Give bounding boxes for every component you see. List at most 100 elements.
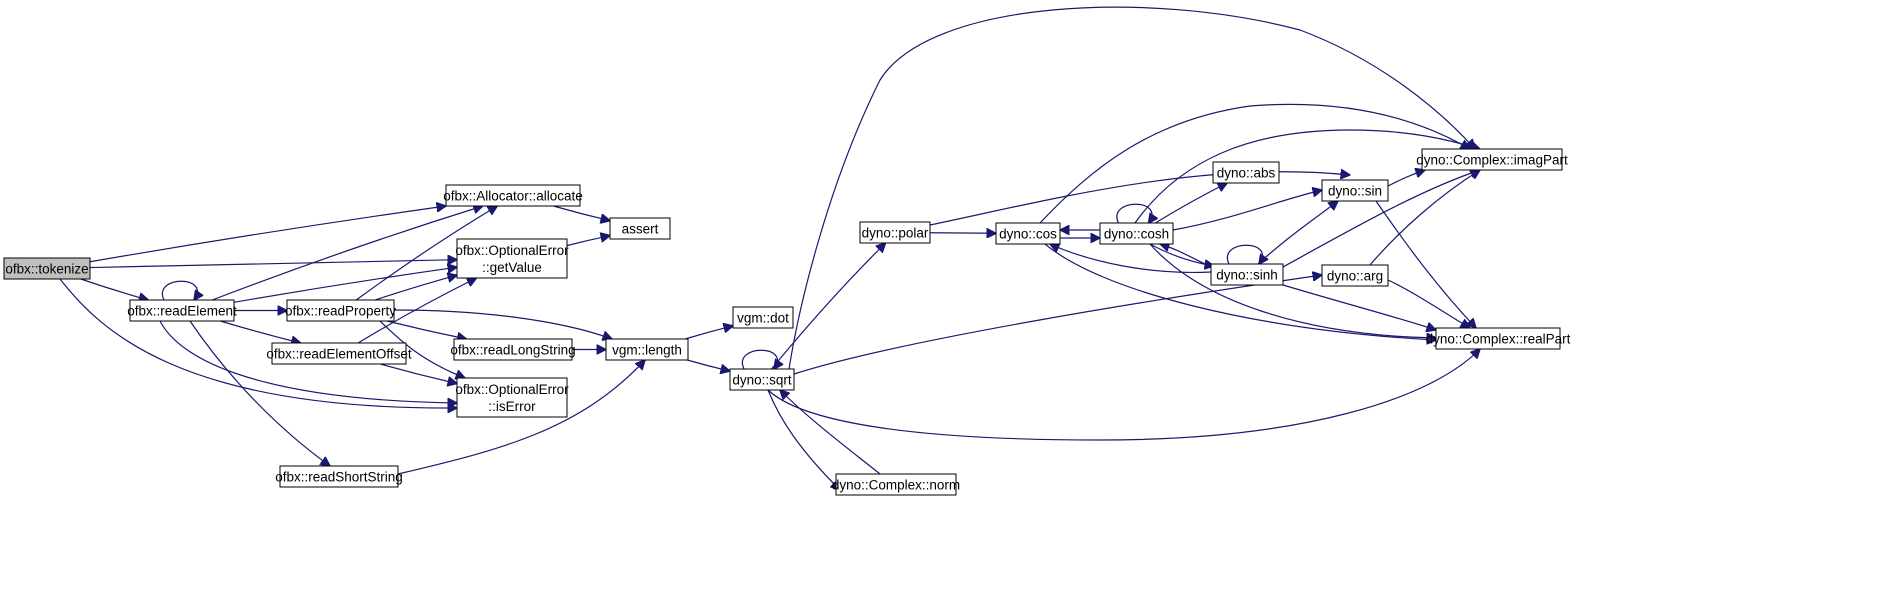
edge-readelement-to-readshortstring (189, 320, 330, 466)
edge-tokenize-to-readelement (80, 278, 149, 300)
node-imagpart[interactable]: dyno::Complex::imagPart (1416, 148, 1568, 171)
edge-sinh-to-sinh (1226, 244, 1262, 264)
node-length[interactable]: vgm::length (605, 338, 689, 361)
node-label: dyno::sinh (1216, 268, 1278, 283)
edge-norm-to-sqrt (780, 390, 881, 475)
node-box (129, 299, 235, 322)
edge-cosh-to-realpart (1149, 243, 1436, 338)
edge-sqrt-to-norm (767, 389, 840, 490)
node-label: ofbx::tokenize (5, 262, 88, 277)
edge-cosh-to-sinh (1149, 243, 1214, 266)
node-realpart[interactable]: dyno::Complex::realPart (1426, 327, 1571, 350)
node-box (835, 473, 957, 496)
edge-cosh-to-cosh (1116, 203, 1152, 223)
node-box (609, 217, 671, 240)
node-label: dyno::Complex::realPart (1426, 332, 1571, 347)
node-box (286, 299, 395, 322)
node-label: ofbx::OptionalError (455, 382, 569, 397)
edge-sqrt-to-arg (793, 275, 1322, 375)
node-getvalue[interactable]: ofbx::OptionalError::getValue (455, 238, 569, 279)
node-label: dyno::cosh (1104, 227, 1169, 242)
node-label: ofbx::readLongString (450, 343, 575, 358)
node-cosh[interactable]: dyno::cosh (1099, 222, 1174, 245)
node-label: dyno::polar (862, 226, 929, 241)
node-box (271, 342, 407, 365)
node-box (1321, 179, 1389, 202)
node-box (279, 465, 399, 488)
edge-readelementoffset-to-getvalue (357, 278, 476, 344)
edge-cosh-to-sin (1172, 190, 1322, 231)
node-label: ofbx::OptionalError (455, 243, 569, 258)
node-tokenize[interactable]: ofbx::tokenize (3, 257, 91, 280)
node-dot[interactable]: vgm::dot (732, 306, 794, 329)
node-readlongstring[interactable]: ofbx::readLongString (450, 338, 576, 361)
node-readproperty[interactable]: ofbx::readProperty (285, 299, 396, 322)
node-sinh[interactable]: dyno::sinh (1210, 263, 1284, 286)
node-sin[interactable]: dyno::sin (1321, 179, 1389, 202)
node-allocate[interactable]: ofbx::Allocator::allocate (443, 184, 583, 207)
edge-getvalue-to-assert (566, 236, 610, 247)
node-box (1210, 263, 1284, 286)
node-layer: ofbx::tokenize ofbx::Allocator::allocatea… (3, 148, 1571, 496)
node-iserror[interactable]: ofbx::OptionalError::isError (455, 377, 569, 418)
node-label: ofbx::Allocator::allocate (443, 189, 583, 204)
node-box (445, 184, 581, 207)
node-box (456, 238, 568, 279)
node-label: ofbx::readShortString (275, 470, 403, 485)
edge-readelement-to-allocate (212, 206, 483, 301)
edge-sinh-to-realpart (1282, 284, 1436, 330)
node-abs[interactable]: dyno::abs (1212, 161, 1280, 184)
node-label: ::getValue (482, 260, 542, 275)
edge-sqrt-to-imagpart (788, 6, 1475, 370)
node-polar[interactable]: dyno::polar (859, 221, 931, 244)
node-label: ofbx::readElement (127, 304, 237, 319)
edge-tokenize-to-iserror (59, 278, 457, 408)
node-box (3, 257, 91, 280)
node-box (1321, 264, 1389, 287)
edge-tokenize-to-allocate (89, 206, 446, 263)
edge-arg-to-realpart (1387, 279, 1470, 328)
node-readelementoffset[interactable]: ofbx::readElementOffset (266, 342, 412, 365)
node-label: assert (622, 222, 659, 237)
node-label: dyno::Complex::imagPart (1416, 153, 1568, 168)
edge-arg-to-imagpart (1369, 170, 1480, 266)
node-label: dyno::arg (1327, 269, 1383, 284)
node-box (995, 222, 1061, 245)
edge-readelement-to-iserror (159, 320, 457, 403)
edge-tokenize-to-getvalue (89, 260, 457, 269)
node-label: vgm::dot (737, 311, 789, 326)
node-box (453, 338, 573, 361)
edge-readelement-to-getvalue (233, 267, 457, 303)
edge-sinh-to-cos (1050, 244, 1212, 274)
node-box (1421, 148, 1563, 171)
edge-length-to-sqrt (687, 359, 730, 371)
edge-allocate-to-assert (553, 205, 610, 221)
edge-readproperty-to-getvalue (374, 275, 457, 301)
edge-sqrt-to-sqrt (741, 349, 777, 369)
edge-readelementoffset-to-iserror (380, 363, 457, 384)
node-readelement[interactable]: ofbx::readElement (127, 299, 237, 322)
node-assert[interactable]: assert (609, 217, 671, 240)
edge-readproperty-to-allocate (355, 206, 497, 301)
node-box (1435, 327, 1561, 350)
node-sqrt[interactable]: dyno::sqrt (729, 368, 795, 391)
edge-readshortstring-to-length (397, 360, 645, 475)
node-label: ::isError (488, 399, 536, 414)
edge-cos-to-realpart (1044, 243, 1436, 340)
edge-readproperty-to-length (393, 309, 612, 339)
node-label: dyno::cos (999, 227, 1057, 242)
node-box (732, 306, 794, 329)
node-arg[interactable]: dyno::arg (1321, 264, 1389, 287)
node-norm[interactable]: dyno::Complex::norm (832, 473, 960, 496)
node-label: ofbx::readProperty (285, 304, 396, 319)
edge-cosh-to-imagpart (1134, 129, 1480, 224)
node-cos[interactable]: dyno::cos (995, 222, 1061, 245)
edge-readelement-to-readelement (161, 280, 197, 300)
node-box (605, 338, 689, 361)
node-label: ofbx::readElementOffset (266, 347, 412, 362)
edge-readproperty-to-iserror (379, 320, 465, 378)
node-box (1099, 222, 1174, 245)
node-readshortstring[interactable]: ofbx::readShortString (275, 465, 403, 488)
edge-sin-to-realpart (1375, 200, 1476, 328)
